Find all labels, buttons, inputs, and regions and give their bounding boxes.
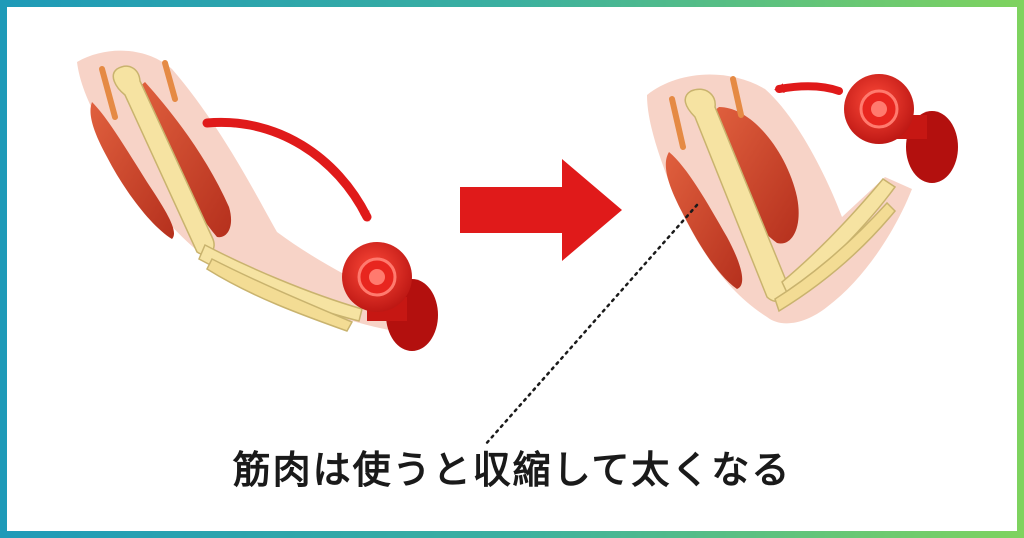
right-arrow-icon <box>460 159 622 261</box>
triceps-right <box>665 152 743 289</box>
biceps-right <box>712 107 799 244</box>
diagram-svg <box>77 50 958 447</box>
ulna-left <box>206 257 354 332</box>
leader-line <box>483 203 699 447</box>
triceps-left <box>90 102 175 239</box>
curved-arrow-left-icon <box>774 82 843 95</box>
caption-text: 筋肉は使うと収縮して太くなる <box>232 448 792 492</box>
arm-extended-icon <box>77 50 427 336</box>
biceps-left <box>136 82 232 238</box>
dumbbell-icon-right <box>844 74 958 183</box>
dumbbell-icon-left <box>342 242 438 351</box>
ulna-right <box>774 201 897 313</box>
curved-arrow-down-icon <box>202 117 372 222</box>
arm-flexed-icon <box>647 74 912 324</box>
diagram-canvas: 筋肉は使うと収縮して太くなる <box>7 7 1017 531</box>
